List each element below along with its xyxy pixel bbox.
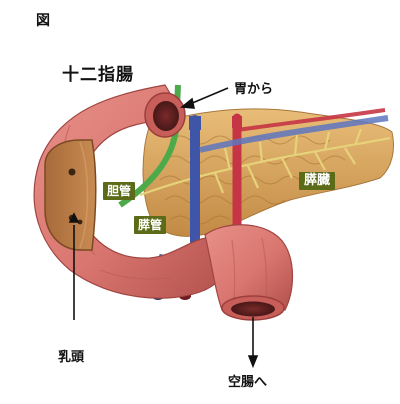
label-pancreatic-duct: 膵管: [134, 216, 167, 234]
label-from-stomach: 胃から: [234, 82, 274, 97]
papilla-dot-upper: [68, 168, 76, 176]
callout-arrows: [68, 87, 259, 369]
diagram-title: 十二指腸: [62, 65, 134, 85]
figure-label: 図: [36, 13, 50, 29]
jejunum: [204, 224, 294, 321]
arrow-from-stomach: [189, 87, 229, 105]
label-papilla: 乳頭: [58, 350, 85, 365]
pancreatic-duct-line: [139, 128, 391, 197]
duodenum: [33, 84, 229, 299]
label-to-jejunum: 空腸へ: [228, 375, 268, 390]
papilla-dot-lower-2: [77, 219, 83, 225]
label-bile-duct: 胆管: [103, 182, 136, 200]
label-pancreas: 膵臓: [299, 172, 336, 190]
